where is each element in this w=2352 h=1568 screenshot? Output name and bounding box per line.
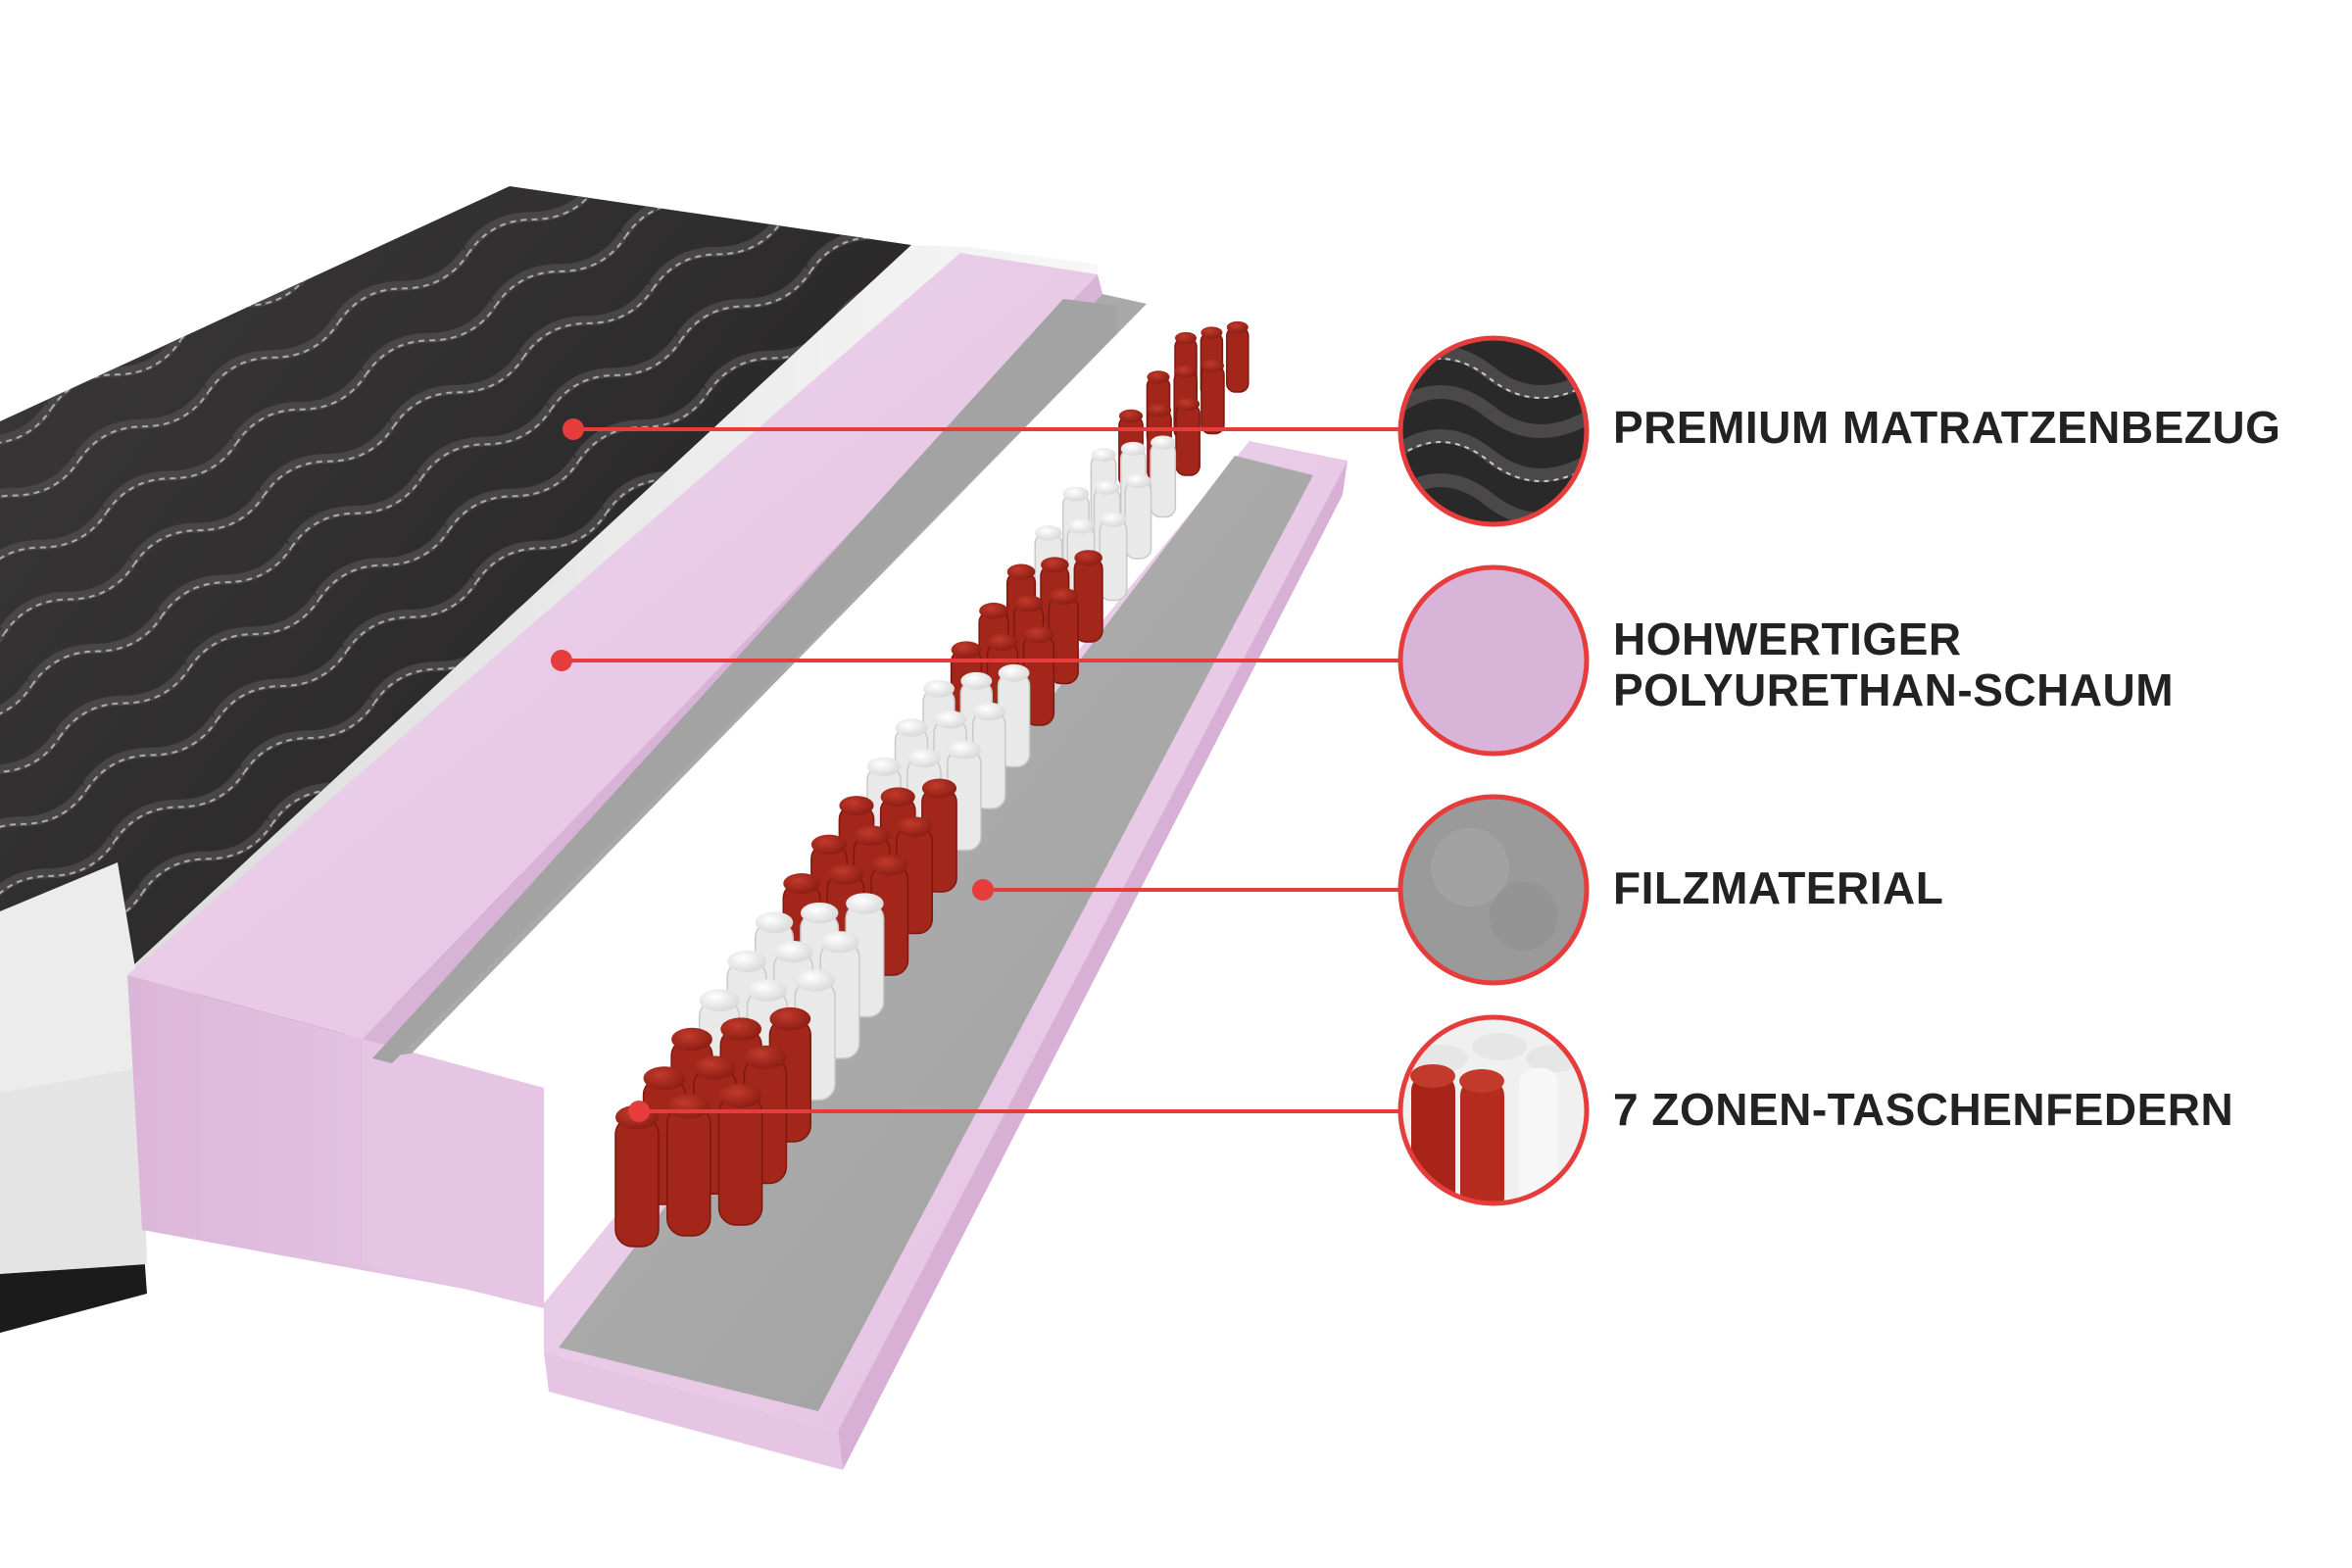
pocket-spring-body bbox=[1200, 365, 1225, 435]
pocket-spring-cap bbox=[1049, 588, 1079, 605]
pocket-spring-cap bbox=[1175, 397, 1200, 412]
pocket-spring-cap bbox=[795, 969, 836, 992]
pocket-spring-cap bbox=[1151, 435, 1176, 450]
pocket-spring-cap bbox=[1226, 320, 1249, 334]
lilac-foam-swatch-icon bbox=[1397, 564, 1590, 757]
pocket-spring-body bbox=[717, 1095, 763, 1226]
pocket-spring-cap bbox=[1074, 550, 1102, 566]
pocket-spring-cap bbox=[906, 749, 941, 768]
pocket-spring-cap bbox=[769, 1006, 811, 1031]
pocket-spring-cap bbox=[1175, 331, 1197, 345]
pocket-spring-cap bbox=[960, 671, 993, 690]
pocket-spring-cap bbox=[1125, 473, 1152, 489]
black-quilted-fabric-swatch-icon bbox=[1397, 335, 1590, 527]
label-premium-cover: PREMIUM MATRATZENBEZUG bbox=[1613, 402, 2280, 453]
pocket-spring-cap bbox=[810, 834, 848, 855]
pocket-spring-cap bbox=[1091, 448, 1116, 463]
pocket-spring-cap bbox=[998, 663, 1030, 682]
grey-felt-swatch-icon bbox=[1397, 794, 1590, 986]
pocket-spring-cap bbox=[1013, 595, 1044, 612]
pocket-spring-cap bbox=[871, 855, 908, 876]
pocket-spring-cap bbox=[755, 911, 794, 934]
pocket-spring-body bbox=[614, 1116, 660, 1248]
pocket-spring-cap bbox=[747, 979, 788, 1002]
pocket-spring-cap bbox=[866, 757, 902, 776]
pocket-spring-cap bbox=[1035, 525, 1062, 541]
pocket-spring-cap bbox=[839, 796, 874, 815]
pocket-spring-cap bbox=[718, 1083, 762, 1108]
pocket-spring-body bbox=[1150, 441, 1177, 518]
label-polyurethane-foam-line-1: HOHWERTIGER bbox=[1613, 613, 1962, 664]
felt-layer-upper bbox=[372, 294, 1147, 1063]
pocket-spring-cap bbox=[1062, 486, 1090, 502]
pocket-spring-cap bbox=[820, 931, 859, 954]
label-pocket-springs-line-1: 7 ZONEN-TASCHENFEDERN bbox=[1613, 1084, 2234, 1135]
pocket-spring-cap bbox=[744, 1045, 787, 1069]
pocket-spring-cap bbox=[1200, 359, 1224, 372]
label-polyurethane-foam: HOHWERTIGER POLYURETHAN-SCHAUM bbox=[1613, 613, 2174, 715]
label-polyurethane-foam-line-2: POLYURETHAN-SCHAUM bbox=[1613, 664, 2175, 715]
pocket-spring-cap bbox=[1041, 557, 1069, 573]
pocket-spring-cap bbox=[699, 989, 740, 1012]
pocket-springs bbox=[614, 320, 1250, 1248]
callout-connectors bbox=[551, 418, 1401, 1122]
pocket-spring-cap bbox=[1006, 564, 1036, 580]
pocket-spring-cap bbox=[951, 641, 982, 659]
pocket-spring-cap bbox=[827, 863, 864, 885]
pocket-spring-body bbox=[1226, 326, 1250, 393]
pocket-spring-cap bbox=[1120, 441, 1147, 457]
pocket-spring-cap bbox=[666, 1094, 710, 1119]
pocket-spring-cap bbox=[972, 702, 1005, 721]
pocket-spring-cap bbox=[1094, 480, 1120, 495]
pocket-spring-cap bbox=[979, 602, 1008, 619]
label-felt-material: FILZMATERIAL bbox=[1613, 862, 1943, 913]
label-felt-material-line-1: FILZMATERIAL bbox=[1613, 862, 1944, 913]
pocket-spring-body bbox=[1124, 480, 1152, 560]
label-pocket-springs: 7 ZONEN-TASCHENFEDERN bbox=[1613, 1084, 2233, 1135]
pocket-spring-body bbox=[1099, 518, 1128, 602]
pocket-spring-cap bbox=[854, 825, 890, 846]
pocket-spring-cap bbox=[643, 1066, 686, 1091]
pocket-spring-cap bbox=[846, 893, 884, 914]
pocket-spring-cap bbox=[880, 787, 915, 808]
pocket-spring-cap bbox=[671, 1027, 712, 1052]
pocket-spring-cap bbox=[934, 710, 967, 729]
pocket-spring-cap bbox=[1023, 625, 1054, 644]
pocket-spring-cap bbox=[727, 950, 766, 973]
pocket-spring-cap bbox=[923, 679, 955, 698]
pocket-spring-body bbox=[1175, 403, 1200, 476]
pocket-spring-cap bbox=[694, 1055, 736, 1080]
pocket-spring-cap bbox=[896, 816, 933, 837]
pocket-spring-cap bbox=[800, 902, 839, 924]
pocket-springs-swatch-icon bbox=[1397, 1014, 1590, 1206]
pocket-spring-cap bbox=[947, 740, 981, 760]
pocket-spring-cap bbox=[1100, 512, 1127, 527]
pocket-spring-cap bbox=[1118, 409, 1144, 423]
pocket-spring-cap bbox=[720, 1017, 762, 1041]
pocket-spring-cap bbox=[987, 633, 1018, 651]
label-premium-cover-line-1: PREMIUM MATRATZENBEZUG bbox=[1613, 402, 2281, 453]
pocket-spring-cap bbox=[895, 718, 928, 737]
pocket-spring-body bbox=[666, 1105, 711, 1237]
pocket-spring-cap bbox=[1147, 403, 1172, 417]
pocket-spring-cap bbox=[1067, 518, 1095, 534]
pocket-spring-cap bbox=[921, 778, 957, 799]
pocket-spring-cap bbox=[773, 941, 813, 963]
pocket-spring-cap bbox=[1174, 365, 1198, 378]
pocket-spring-cap bbox=[783, 873, 820, 894]
pocket-spring-cap bbox=[1147, 370, 1170, 384]
pocket-spring-cap bbox=[1200, 326, 1223, 339]
